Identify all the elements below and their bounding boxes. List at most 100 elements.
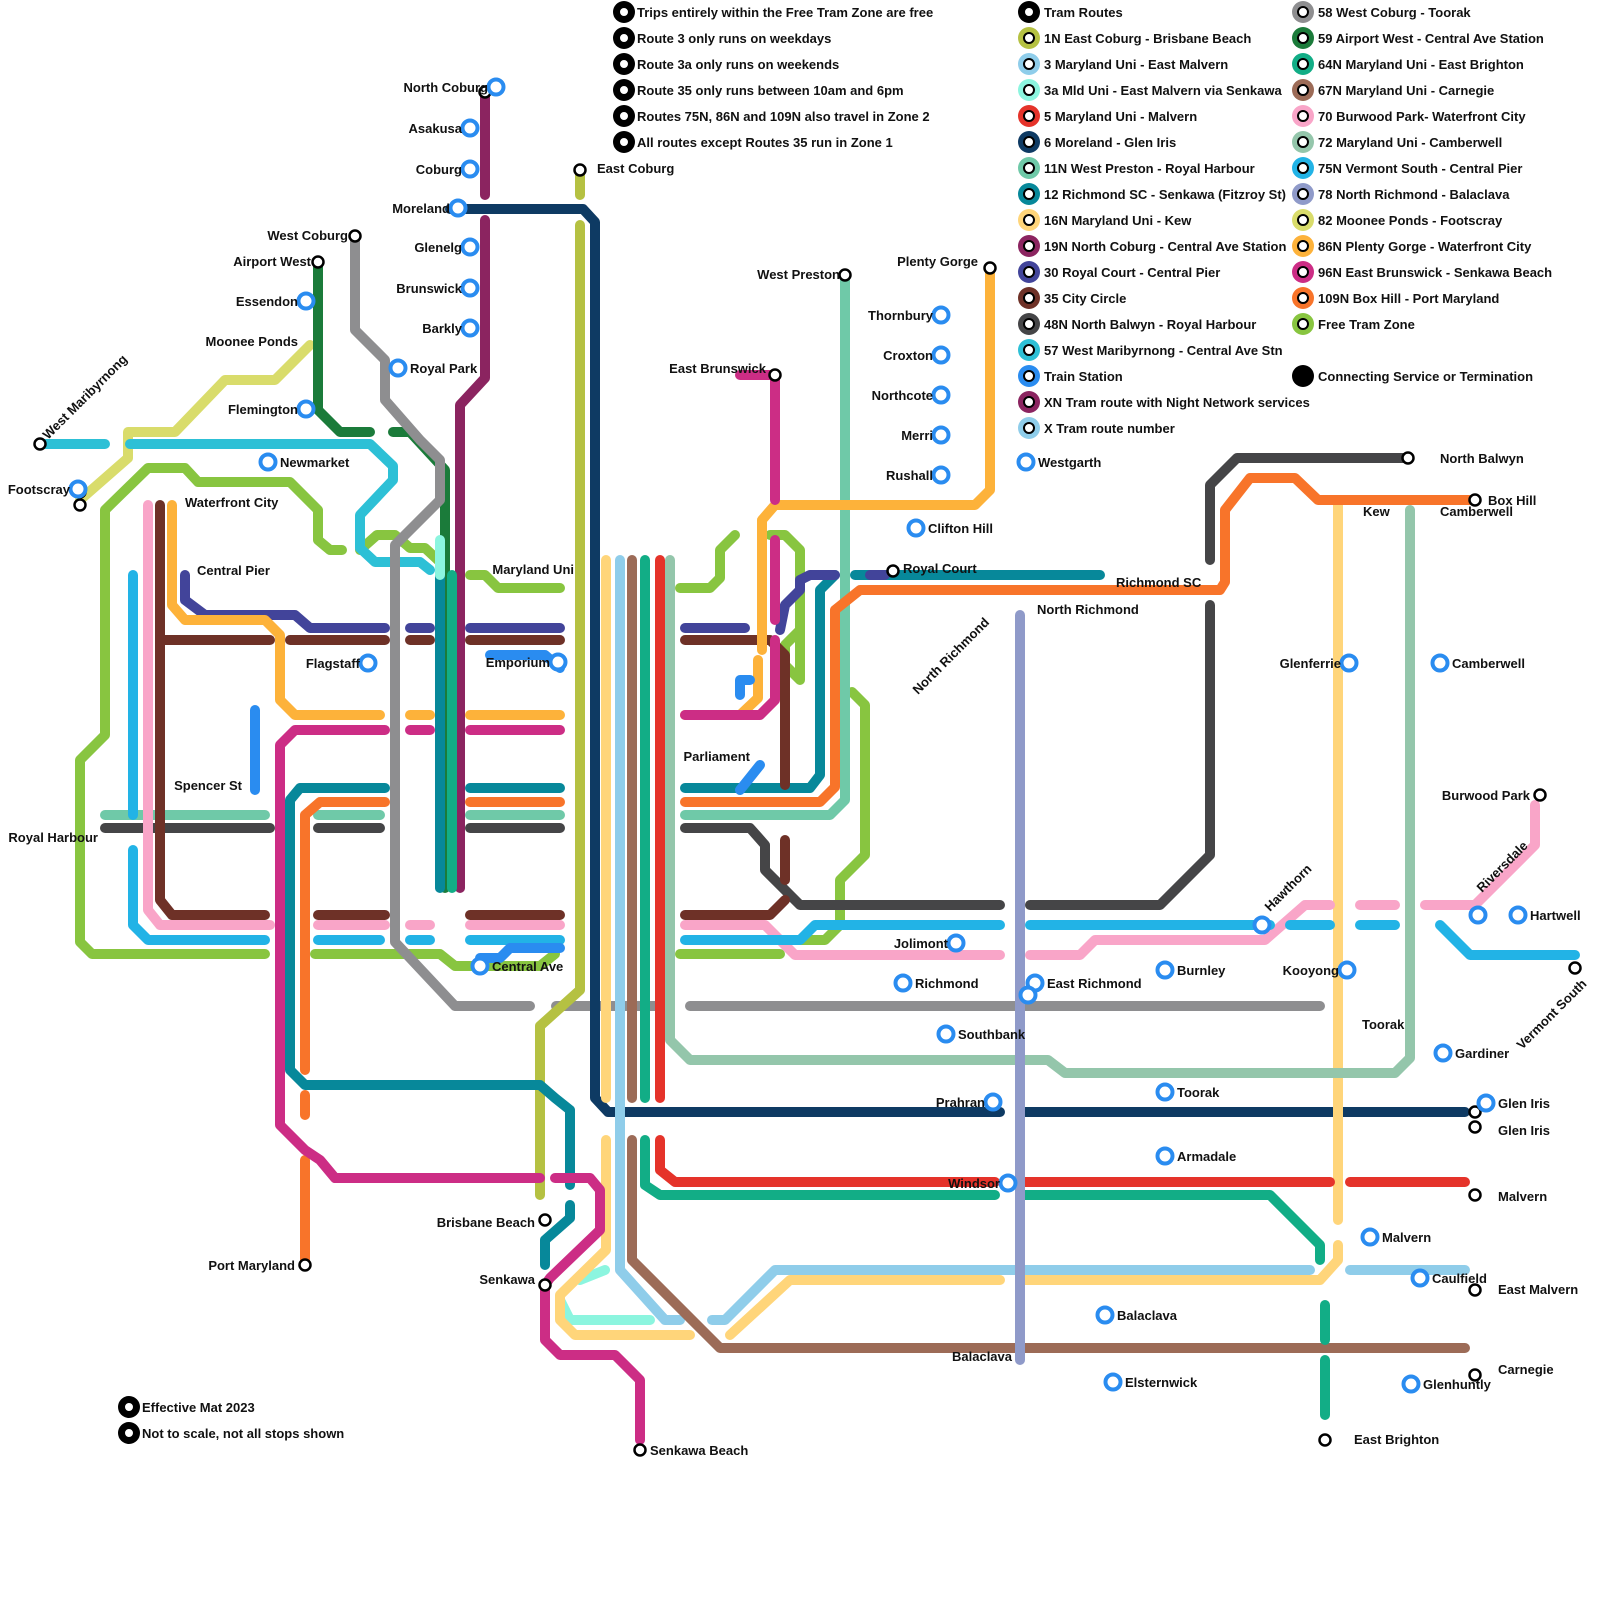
tram-stop <box>313 257 324 268</box>
route-3a-line <box>560 1300 650 1320</box>
route-48N-line <box>1030 605 1210 905</box>
station-label: Coburg <box>416 162 462 177</box>
tram-stop <box>300 1260 311 1271</box>
station-label: Essendon <box>236 294 298 309</box>
route-75N-line <box>1440 925 1575 955</box>
train-station-stop <box>1106 1375 1121 1390</box>
route-16N-line <box>730 1280 1000 1335</box>
train-station-stop <box>1021 988 1036 1003</box>
train-station-stop <box>463 240 478 255</box>
tram-stop <box>1320 1435 1331 1446</box>
station-label: Westgarth <box>1038 455 1101 470</box>
train-station-stop <box>1433 656 1448 671</box>
station-label: Richmond <box>915 976 979 991</box>
train-station-stop <box>1511 908 1526 923</box>
tram-stop <box>635 1445 646 1456</box>
station-label: West Preston <box>757 267 840 282</box>
train-station-stop <box>934 428 949 443</box>
train-station-stop <box>949 936 964 951</box>
station-label: East Brunswick <box>669 361 767 376</box>
tram-stop <box>888 566 899 577</box>
train-station-stop <box>896 976 911 991</box>
station-label: North Richmond <box>1037 602 1139 617</box>
train-station-stop <box>463 162 478 177</box>
route-64N-line <box>1020 1195 1320 1260</box>
station-label: Royal Park <box>410 361 478 376</box>
station-label: Croxton <box>883 348 933 363</box>
station-label: Elsternwick <box>1125 1375 1198 1390</box>
station-label: Clifton Hill <box>928 521 993 536</box>
train-station-stop <box>473 959 488 974</box>
station-label: East Richmond <box>1047 976 1142 991</box>
station-label: Burwood Park <box>1442 788 1531 803</box>
tram-stop <box>1403 453 1414 464</box>
station-label: West Maribyrnong <box>40 351 131 442</box>
train-station-stop <box>463 321 478 336</box>
station-label: Port Maryland <box>208 1258 295 1273</box>
train-station-stop <box>1001 1176 1016 1191</box>
train-station-stop <box>934 468 949 483</box>
train-station-stop <box>1363 1230 1378 1245</box>
station-label: Northcote <box>872 388 933 403</box>
station-label: Emporium <box>486 655 550 670</box>
station-label: East Malvern <box>1498 1282 1578 1297</box>
station-label: Camberwell <box>1452 656 1525 671</box>
station-label: West Coburg <box>267 228 348 243</box>
tram-stop <box>1470 1285 1481 1296</box>
tram-stop <box>35 439 46 450</box>
station-label: Southbank <box>958 1027 1026 1042</box>
tram-stop <box>75 500 86 511</box>
station-label: Senkawa Beach <box>650 1443 748 1458</box>
station-label: East Coburg <box>597 161 674 176</box>
tram-stop <box>1470 1190 1481 1201</box>
station-label: Glen Iris <box>1498 1123 1550 1138</box>
station-label: Rushall <box>886 468 933 483</box>
station-label: Glenhuntly <box>1423 1377 1492 1392</box>
tram-stop <box>985 263 996 274</box>
route-5-line <box>660 1140 995 1182</box>
station-label: Glenelg <box>414 240 462 255</box>
tram-stop <box>1535 790 1546 801</box>
station-label: Barkly <box>422 321 463 336</box>
train-station-stop <box>1158 963 1173 978</box>
route-ftz-line <box>680 535 735 588</box>
train-station-stop <box>551 655 566 670</box>
tram-stop <box>575 165 586 176</box>
train-station-stop <box>299 402 314 417</box>
station-label: Toorak <box>1177 1085 1220 1100</box>
train-station-stop <box>299 294 314 309</box>
station-label: Central Ave <box>492 959 563 974</box>
station-label: Box Hill <box>1488 493 1536 508</box>
station-label: Brisbane Beach <box>437 1215 535 1230</box>
station-label: Malvern <box>1498 1189 1547 1204</box>
route-35-line <box>685 900 785 915</box>
train-station-stop <box>1098 1308 1113 1323</box>
station-label: Balaclava <box>1117 1308 1178 1323</box>
train-station-stop <box>463 281 478 296</box>
station-label: Royal Harbour <box>8 830 98 845</box>
station-label: East Brighton <box>1354 1432 1439 1447</box>
station-label: Moreland <box>392 201 450 216</box>
station-label: Central Pier <box>197 563 270 578</box>
station-label: Brunswick <box>396 281 463 296</box>
station-label: Glen Iris <box>1498 1096 1550 1111</box>
tram-stop <box>770 370 781 381</box>
train-station-stop <box>934 348 949 363</box>
train-station-stop <box>71 482 86 497</box>
train-station-stop <box>489 80 504 95</box>
train-station-stop <box>934 308 949 323</box>
station-label: North Balwyn <box>1440 451 1524 466</box>
station-label: Airport West <box>233 254 311 269</box>
tram-stop <box>1570 963 1581 974</box>
tram-stop <box>540 1280 551 1291</box>
tram-stop <box>350 231 361 242</box>
station-label: Jolimont <box>894 936 949 951</box>
tram-stop <box>1470 1122 1481 1133</box>
station-label: Spencer St <box>174 778 243 793</box>
train-station-stop <box>939 1027 954 1042</box>
station-label: Prahran <box>936 1095 985 1110</box>
route-59-line <box>318 262 370 432</box>
station-label: Merri <box>901 428 933 443</box>
station-label: Kew <box>1363 504 1391 519</box>
